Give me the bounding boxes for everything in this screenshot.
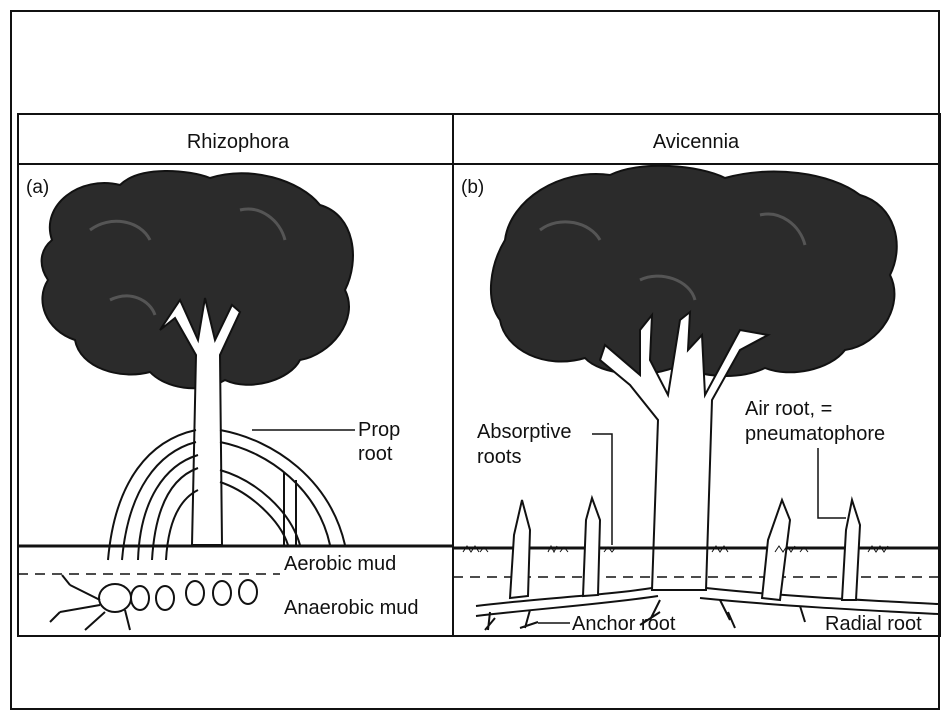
panel-label-b: (b) xyxy=(461,177,484,198)
label-prop-root-1: Prop xyxy=(358,419,400,441)
header-avicennia: Avicennia xyxy=(653,131,740,153)
label-absorptive-2: roots xyxy=(477,446,521,468)
radial-roots xyxy=(476,588,938,616)
prop-root-tips xyxy=(50,575,257,630)
header-rhizophora: Rhizophora xyxy=(187,131,290,153)
label-air-root-1: Air root, = xyxy=(745,398,832,420)
air-root-leader xyxy=(818,448,846,518)
label-prop-root-2: root xyxy=(358,443,393,465)
prop-roots xyxy=(108,430,345,560)
label-anchor-root: Anchor root xyxy=(572,613,676,635)
label-anaerobic-mud: Anaerobic mud xyxy=(284,597,419,619)
label-aerobic-mud: Aerobic mud xyxy=(284,553,396,575)
panel-label-a: (a) xyxy=(26,177,49,198)
label-air-root-2: pneumatophore xyxy=(745,423,885,445)
label-radial-root: Radial root xyxy=(825,613,922,635)
label-absorptive-1: Absorptive xyxy=(477,421,572,443)
